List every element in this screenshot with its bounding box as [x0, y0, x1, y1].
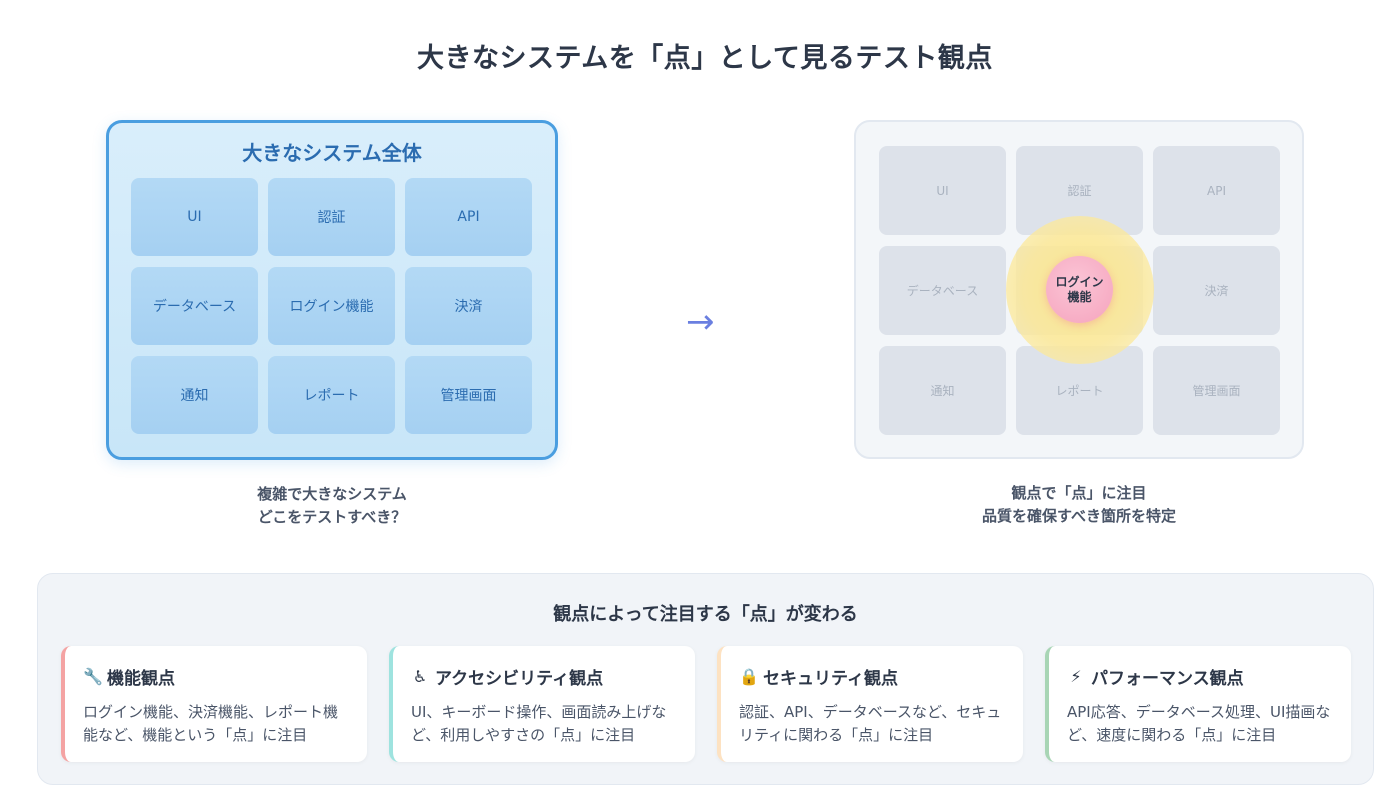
lock-icon: 🔒	[739, 667, 759, 686]
caption-line: 観点で「点」に注目	[1011, 484, 1147, 502]
dimmed-module: API	[1153, 146, 1280, 235]
caption-line: 品質を確保すべき箇所を特定	[982, 507, 1176, 525]
card-header: 🔧 機能観点	[83, 664, 349, 689]
dimmed-module: UI	[879, 146, 1006, 235]
perspectives-panel: 観点によって注目する「点」が変わる 🔧 機能観点 ログイン機能、決済機能、レポー…	[37, 573, 1374, 785]
system-module: データベース	[131, 267, 258, 345]
perspectives-title: 観点によって注目する「点」が変わる	[553, 604, 858, 625]
focus-point: ログイン機能	[1046, 256, 1113, 323]
system-module: 決済	[405, 267, 532, 345]
right-arrow-icon: →	[686, 302, 715, 342]
card-title: パフォーマンス観点	[1091, 669, 1244, 689]
focus-caption: 観点で「点」に注目 品質を確保すべき箇所を特定	[854, 482, 1304, 528]
system-module: レポート	[268, 356, 395, 434]
perspective-card-accessibility: ♿ アクセシビリティ観点 UI、キーボード操作、画面読み上げなど、利用しやすさの…	[389, 646, 695, 762]
system-module: 認証	[268, 178, 395, 256]
perspective-cards: 🔧 機能観点 ログイン機能、決済機能、レポート機能など、機能という「点」に注目 …	[61, 646, 1351, 762]
system-module: 通知	[131, 356, 258, 434]
card-header: ⚡ パフォーマンス観点	[1067, 664, 1333, 689]
lightning-icon: ⚡	[1070, 667, 1082, 686]
caption-line: 複雑で大きなシステム	[257, 485, 407, 503]
wrench-icon: 🔧	[83, 667, 103, 686]
system-module: API	[405, 178, 532, 256]
perspective-card-security: 🔒 セキュリティ観点 認証、API、データベースなど、セキュリティに関わる「点」…	[717, 646, 1023, 762]
card-text: ログイン機能、決済機能、レポート機能など、機能という「点」に注目	[83, 703, 339, 744]
card-header: ♿ アクセシビリティ観点	[411, 664, 677, 689]
card-title: 機能観点	[107, 669, 175, 689]
card-header: 🔒 セキュリティ観点	[739, 664, 1005, 689]
dimmed-module: 決済	[1153, 246, 1280, 335]
dimmed-module: 通知	[879, 346, 1006, 435]
whole-system-panel: 大きなシステム全体 UI 認証 API データベース ログイン機能 決済 通知 …	[106, 120, 558, 460]
dimmed-module: 管理画面	[1153, 346, 1280, 435]
card-title: アクセシビリティ観点	[435, 669, 604, 689]
caption-line: どこをテストすべき？	[257, 508, 407, 526]
page-title: 大きなシステムを「点」として見るテスト観点	[417, 43, 993, 74]
perspective-card-functional: 🔧 機能観点 ログイン機能、決済機能、レポート機能など、機能という「点」に注目	[61, 646, 367, 762]
accessibility-icon: ♿	[412, 667, 428, 686]
card-text: 認証、API、データベースなど、セキュリティに関わる「点」に注目	[739, 703, 1002, 744]
card-text: API応答、データベース処理、UI描画など、速度に関わる「点」に注目	[1067, 703, 1331, 744]
system-module: 管理画面	[405, 356, 532, 434]
whole-system-caption: 複雑で大きなシステム どこをテストすべき？	[106, 483, 558, 529]
whole-system-grid: UI 認証 API データベース ログイン機能 決済 通知 レポート 管理画面	[131, 178, 532, 434]
dimmed-module: データベース	[879, 246, 1006, 335]
card-title: セキュリティ観点	[763, 669, 898, 689]
system-module: UI	[131, 178, 258, 256]
perspective-card-performance: ⚡ パフォーマンス観点 API応答、データベース処理、UI描画など、速度に関わる…	[1045, 646, 1351, 762]
whole-system-title: 大きなシステム全体	[242, 141, 422, 165]
card-text: UI、キーボード操作、画面読み上げなど、利用しやすさの「点」に注目	[411, 703, 667, 744]
system-module: ログイン機能	[268, 267, 395, 345]
